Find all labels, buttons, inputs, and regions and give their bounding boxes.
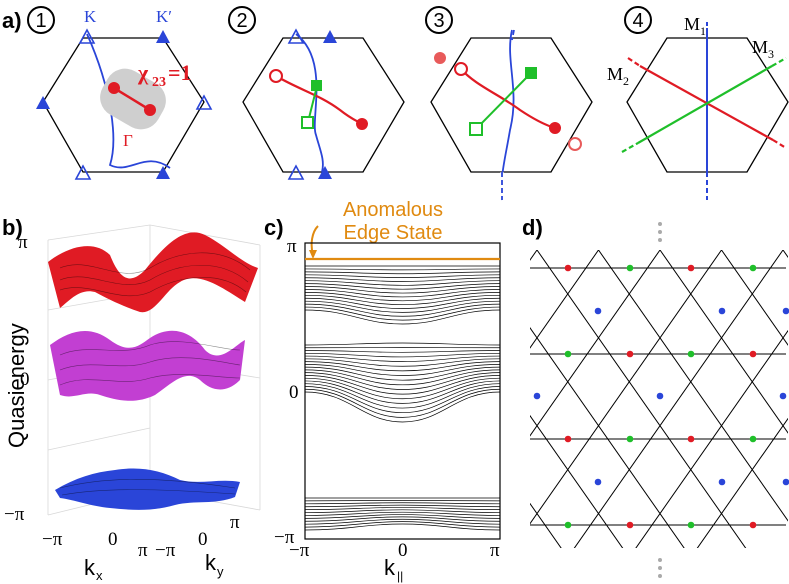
gamma-label: Γ <box>123 131 133 150</box>
kprime-label: K′ <box>156 7 172 26</box>
lattice-site <box>626 264 634 272</box>
k-label: K <box>84 7 97 26</box>
ky-tick-minus-pi: −π <box>155 540 176 561</box>
svg-text:2: 2 <box>623 74 629 88</box>
svg-text:k: k <box>84 555 96 580</box>
svg-text:χ: χ <box>137 60 149 85</box>
annotation-line-1: Anomalous <box>343 199 443 221</box>
brillouin-zone-4: M 1 M 2 M 3 <box>607 14 789 200</box>
b-ytick-zero: 0 <box>20 369 30 390</box>
c-xlabel: k || <box>384 555 403 583</box>
lattice-site <box>594 307 602 315</box>
svg-text:2: 2 <box>236 10 247 32</box>
lattice-site <box>782 307 789 315</box>
k-point-open-icon <box>78 28 96 44</box>
svg-text:4: 4 <box>632 10 643 32</box>
step-3: 3 <box>425 6 453 34</box>
step-1: 1 <box>27 6 55 34</box>
lattice-site <box>687 521 695 529</box>
lattice-site <box>626 350 634 358</box>
ky-label: k y <box>205 550 224 579</box>
lattice-site <box>749 521 757 529</box>
lattice-site <box>687 350 695 358</box>
lattice-site <box>718 478 726 486</box>
kx-tick-zero: 0 <box>108 529 118 550</box>
kx-label: k x <box>84 555 103 583</box>
svg-text:k: k <box>384 555 396 580</box>
lattice-site <box>779 392 787 400</box>
lattice-site <box>533 392 541 400</box>
svg-text:y: y <box>217 564 224 579</box>
c-ytick-minus-pi: −π <box>274 527 295 548</box>
svg-text:1: 1 <box>700 24 706 38</box>
kagome-lattice <box>530 250 789 548</box>
svg-text:k: k <box>205 550 217 575</box>
brillouin-zone-3 <box>430 29 593 201</box>
panel-d-label: d) <box>522 215 543 240</box>
svg-text:23: 23 <box>152 75 166 90</box>
kprime-point-filled-icon <box>156 30 170 43</box>
lattice-site <box>594 478 602 486</box>
annotation-line-2: Edge State <box>344 222 443 244</box>
lattice-site <box>626 521 634 529</box>
edge-spectrum-plot: Anomalous Edge State π 0 −π −π 0 π k || <box>274 199 501 583</box>
lattice-site <box>749 264 757 272</box>
lattice-site <box>564 350 572 358</box>
step-2: 2 <box>228 6 256 34</box>
lattice-site <box>749 350 757 358</box>
lattice-site <box>782 478 789 486</box>
lattice-site <box>564 435 572 443</box>
m1-label: M <box>684 14 700 34</box>
c-xtick-zero: 0 <box>398 540 408 561</box>
panel-b-label: b) <box>2 215 23 240</box>
svg-text:=1: =1 <box>168 60 192 85</box>
lattice-site <box>687 435 695 443</box>
c-ytick-zero: 0 <box>289 382 299 403</box>
svg-text:3: 3 <box>433 10 444 32</box>
ky-tick-pi: π <box>230 512 240 533</box>
lattice-site <box>564 264 572 272</box>
ellipsis-top-icon <box>658 222 662 242</box>
lattice-site <box>626 435 634 443</box>
brillouin-zone-2 <box>242 28 405 180</box>
panel-a-label: a) <box>2 8 22 33</box>
m2-label: M <box>607 64 623 84</box>
kx-tick-pi: π <box>138 540 148 561</box>
step-4: 4 <box>624 6 652 34</box>
c-ytick-pi: π <box>287 236 297 257</box>
svg-text:1: 1 <box>35 10 46 32</box>
kx-tick-minus-pi: −π <box>42 529 63 550</box>
lattice-site <box>656 392 664 400</box>
lattice-site <box>718 307 726 315</box>
b-ytick-pi: π <box>18 232 28 253</box>
c-xtick-minus-pi: −π <box>289 540 310 561</box>
svg-text:3: 3 <box>768 47 774 61</box>
panel-c-label: c) <box>264 215 284 240</box>
b-ylabel: Quasienergy <box>4 323 29 448</box>
m3-label: M <box>752 37 768 57</box>
c-xtick-pi: π <box>490 540 500 561</box>
ellipsis-bottom-icon <box>658 558 662 578</box>
lattice-site <box>564 521 572 529</box>
svg-text:||: || <box>397 569 403 583</box>
chern-label: χ 23 =1 <box>137 60 192 90</box>
lattice-site <box>749 435 757 443</box>
lattice-site <box>687 264 695 272</box>
ky-tick-zero: 0 <box>198 529 208 550</box>
svg-text:x: x <box>96 568 103 583</box>
quasienergy-3d-plot: π 0 −π Quasienergy −π 0 π −π 0 π k x k y <box>4 224 261 583</box>
brillouin-zone-1: K K′ Γ χ 23 =1 <box>36 7 213 180</box>
b-ytick-minus-pi: −π <box>4 504 25 525</box>
